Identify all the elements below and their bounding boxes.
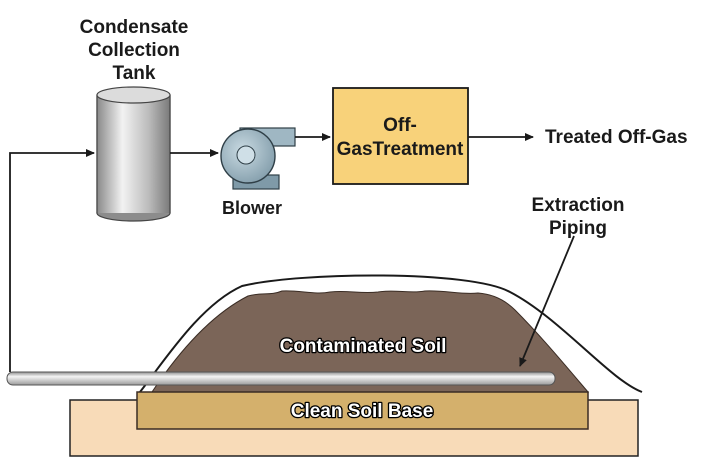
piping-label-line1: Extraction bbox=[532, 195, 625, 216]
pile-cover-outline bbox=[139, 274, 643, 393]
off-gas-treatment-box bbox=[332, 87, 469, 185]
tank-label-line3: Tank bbox=[113, 63, 156, 84]
treatment-label-line1: Off- bbox=[383, 115, 417, 136]
extraction-piping-pointer bbox=[519, 235, 575, 367]
piping-label-line2: Piping bbox=[549, 218, 607, 239]
output-label: Treated Off-Gas bbox=[545, 127, 688, 148]
tank-label-line1: Condensate bbox=[80, 17, 189, 38]
clean-soil-base bbox=[136, 391, 589, 430]
contaminated-soil-pile bbox=[151, 290, 590, 393]
extraction-pipe bbox=[6, 371, 556, 386]
treatment-label-line2: GasTreatment bbox=[337, 139, 464, 160]
clean-soil-base-label: Clean Soil Base bbox=[291, 401, 434, 422]
blower-icon bbox=[220, 127, 296, 190]
tank-icon bbox=[96, 86, 171, 222]
tank-label-line2: Collection bbox=[88, 40, 180, 61]
contaminated-soil-label: Contaminated Soil bbox=[280, 336, 447, 357]
blower-label: Blower bbox=[222, 198, 282, 218]
flow-line-pipe-to-tank bbox=[9, 149, 95, 372]
